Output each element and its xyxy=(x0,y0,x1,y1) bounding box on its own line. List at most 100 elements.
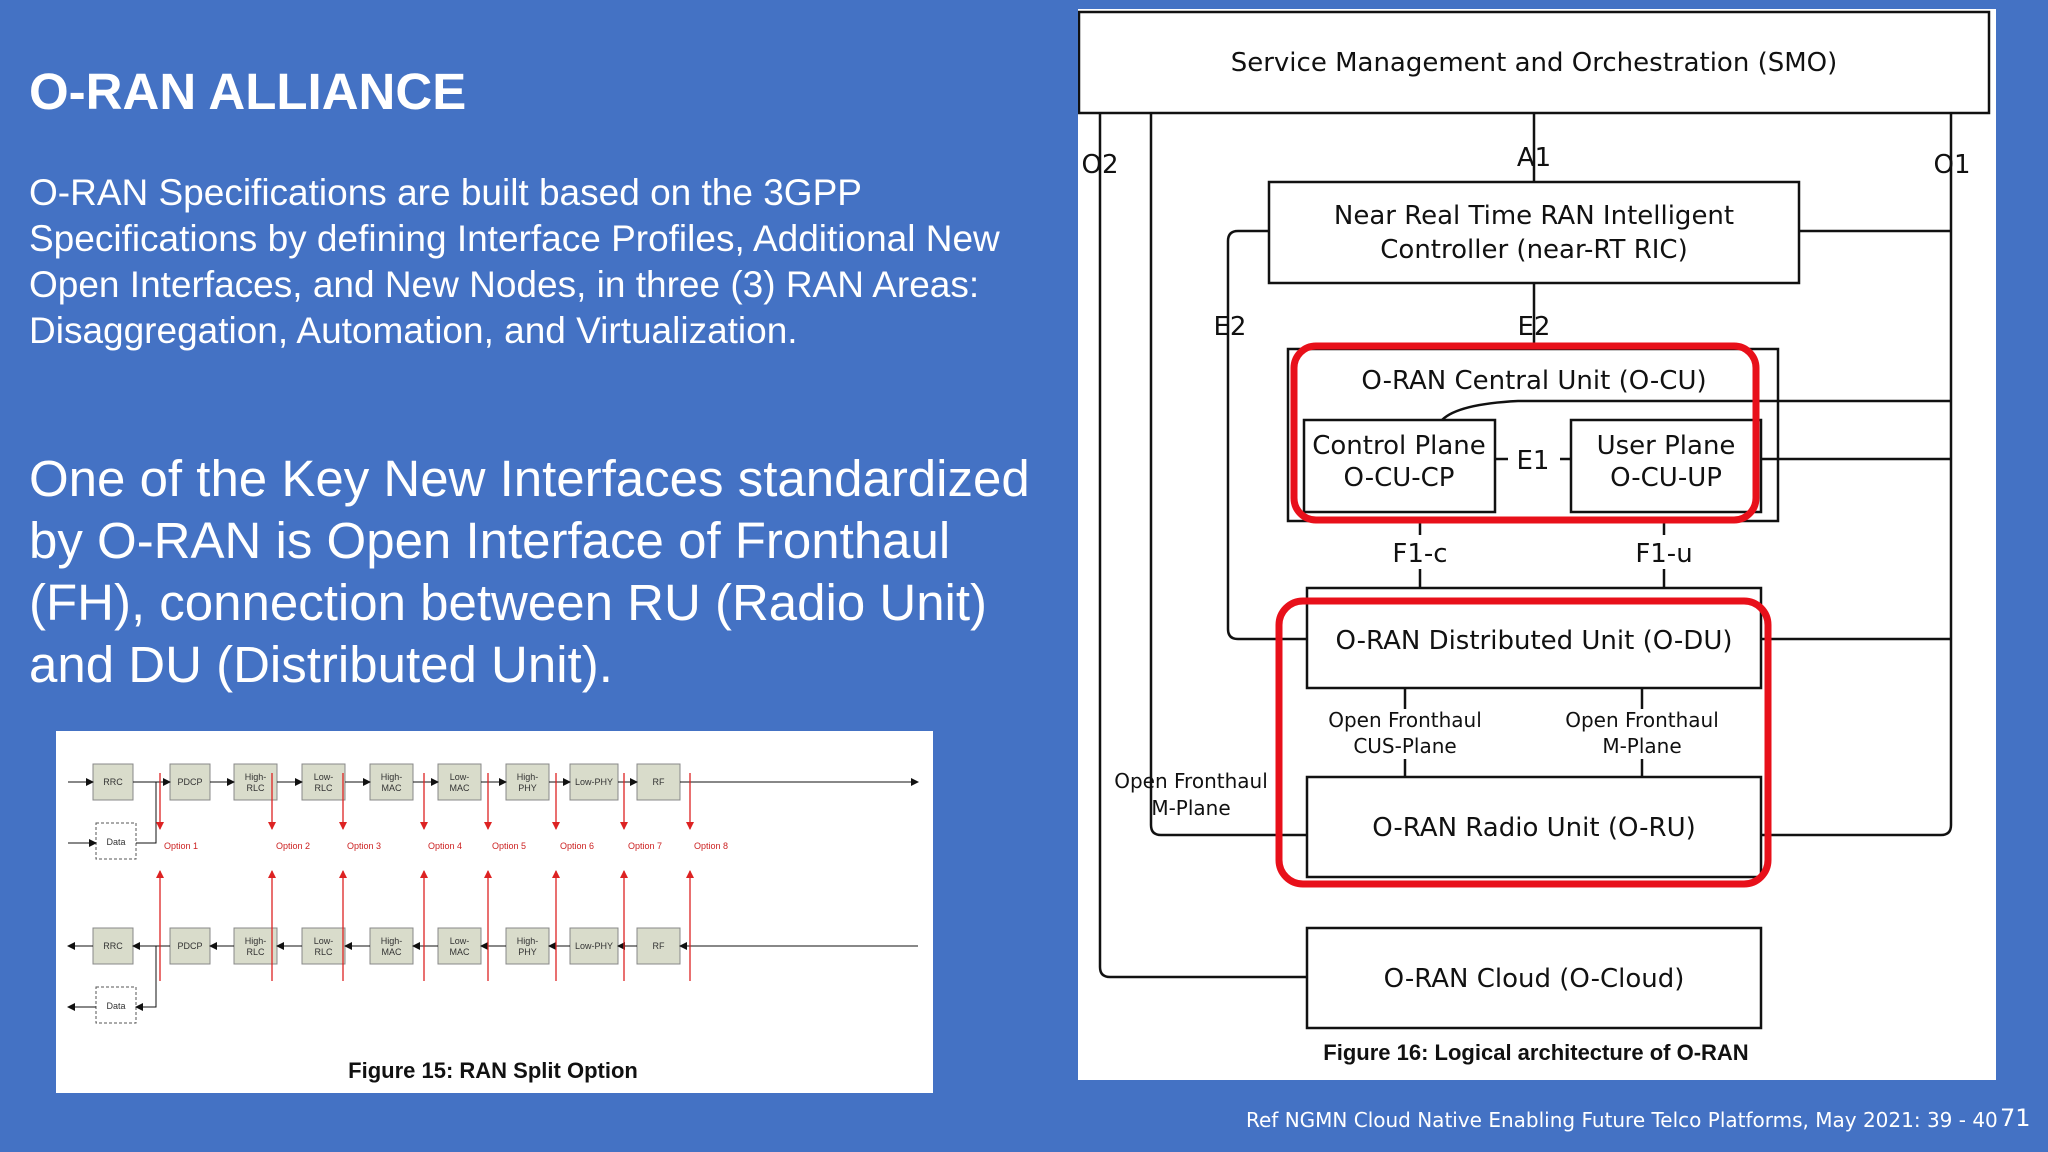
ofh-cus-label2: CUS-Plane xyxy=(1353,734,1456,758)
oran-architecture-diagram: Service Management and Orchestration (SM… xyxy=(1078,10,1991,1065)
figure15-caption: Figure 15: RAN Split Option xyxy=(348,1058,638,1083)
uplink-block xyxy=(369,927,414,965)
o2-connector xyxy=(1098,113,1307,979)
option-label: Option 1 xyxy=(164,841,198,851)
ric-label-line1: Near Real Time RAN Intelligent xyxy=(1334,201,1734,231)
e2-left-connector xyxy=(1226,229,1307,641)
option-label: Option 5 xyxy=(492,841,526,851)
user-plane-label2: O-CU-UP xyxy=(1610,463,1722,493)
uplink-block-label: MAC xyxy=(450,947,471,957)
ofh-left-label1: Open Fronthaul xyxy=(1114,769,1268,793)
option-label: Option 4 xyxy=(428,841,462,851)
user-plane-box xyxy=(1569,418,1763,514)
downlink-block-label: RRC xyxy=(103,777,123,787)
uplink-block-label: RLC xyxy=(314,947,333,957)
downlink-block-label: PDCP xyxy=(177,777,202,787)
ocloud-box xyxy=(1305,926,1763,1030)
downlink-block xyxy=(569,763,619,801)
downlink-block xyxy=(369,763,414,801)
downlink-block-label: RLC xyxy=(246,783,265,793)
downlink-block-label: Low- xyxy=(450,772,470,782)
option-label: Option 6 xyxy=(560,841,594,851)
e1-label: E1 xyxy=(1517,446,1550,476)
uplink-block-label: High- xyxy=(381,936,403,946)
oru-box xyxy=(1305,775,1763,879)
uplink-data-box xyxy=(95,986,137,1024)
smo-label: Service Management and Orchestration (SM… xyxy=(1231,48,1838,78)
uplink-block xyxy=(301,927,346,965)
option-label: Option 8 xyxy=(694,841,728,851)
uplink-block-label: High- xyxy=(245,936,267,946)
f1u-label: F1-u xyxy=(1635,539,1692,569)
uplink-block-label: RLC xyxy=(246,947,265,957)
downlink-block-label: PHY xyxy=(518,783,537,793)
smo-box xyxy=(1078,10,1991,115)
ofh-cus-label1: Open Fronthaul xyxy=(1328,708,1482,732)
odu-label: O-RAN Distributed Unit (O-DU) xyxy=(1335,626,1732,656)
control-plane-label1: Control Plane xyxy=(1312,431,1486,461)
uplink-block-label: MAC xyxy=(382,947,403,957)
downlink-block-label: MAC xyxy=(382,783,403,793)
uplink-block-label: PHY xyxy=(518,947,537,957)
odu-box xyxy=(1305,586,1763,690)
f1c-label: F1-c xyxy=(1392,539,1447,569)
downlink-block-label: High- xyxy=(245,772,267,782)
ofh-m-label1: Open Fronthaul xyxy=(1565,708,1719,732)
slide-title: O-RAN ALLIANCE xyxy=(29,63,467,120)
downlink-block xyxy=(437,763,482,801)
uplink-block xyxy=(569,927,619,965)
ocloud-label: O-RAN Cloud (O-Cloud) xyxy=(1384,964,1685,994)
uplink-block-label: Low-PHY xyxy=(575,941,613,951)
odu-oru-highlight xyxy=(1275,597,1772,888)
uplink-block xyxy=(505,927,550,965)
uplink-data-label: Data xyxy=(106,1001,125,1011)
downlink-block xyxy=(301,763,346,801)
o1-connector xyxy=(1761,113,1953,837)
user-plane-label1: User Plane xyxy=(1597,431,1736,461)
figure-oran-architecture: Service Management and Orchestration (SM… xyxy=(1078,9,1996,1080)
uplink-block-label: Low- xyxy=(450,936,470,946)
uplink-block xyxy=(233,927,278,965)
uplink-block-label: RF xyxy=(653,941,665,951)
ofh-left-label2: M-Plane xyxy=(1151,796,1230,820)
downlink-block xyxy=(505,763,550,801)
option-label: Option 7 xyxy=(628,841,662,851)
downlink-block-label: High- xyxy=(381,772,403,782)
downlink-block-label: RF xyxy=(653,777,665,787)
intro-paragraph: O-RAN Specifications are built based on … xyxy=(29,172,1000,351)
uplink-block-label: RRC xyxy=(103,941,123,951)
uplink-block-label: PDCP xyxy=(177,941,202,951)
uplink-block xyxy=(636,927,681,965)
downlink-data-label: Data xyxy=(106,837,125,847)
e2-left-label: E2 xyxy=(1214,312,1247,342)
downlink-block-label: High- xyxy=(517,772,539,782)
uplink-block-label: High- xyxy=(517,936,539,946)
downlink-data-box xyxy=(95,822,137,860)
o2-label: O2 xyxy=(1081,150,1118,180)
o1-label: O1 xyxy=(1933,150,1970,180)
a1-label: A1 xyxy=(1517,143,1551,173)
ofh-m-plane-left-connector xyxy=(1149,113,1307,837)
uplink-block-label: Low- xyxy=(314,936,334,946)
ocu-highlight xyxy=(1290,342,1760,524)
e2-center-label: E2 xyxy=(1518,312,1551,342)
ofh-m-label2: M-Plane xyxy=(1602,734,1681,758)
ric-box xyxy=(1267,180,1801,285)
option-label: Option 3 xyxy=(347,841,381,851)
uplink-block xyxy=(169,927,211,965)
page-number: 71 xyxy=(2000,1104,2031,1132)
key-interface-paragraph: One of the Key New Interfaces standardiz… xyxy=(29,450,1030,693)
ocu-label: O-RAN Central Unit (O-CU) xyxy=(1361,366,1706,396)
downlink-block xyxy=(169,763,211,801)
control-plane-box xyxy=(1302,418,1497,514)
downlink-block-label: Low- xyxy=(314,772,334,782)
downlink-block xyxy=(233,763,278,801)
uplink-block xyxy=(92,927,134,965)
downlink-block-label: Low-PHY xyxy=(575,777,613,787)
figure16-caption: Figure 16: Logical architecture of O-RAN xyxy=(1323,1040,1748,1065)
oru-label: O-RAN Radio Unit (O-RU) xyxy=(1372,813,1696,843)
downlink-block-label: MAC xyxy=(450,783,471,793)
downlink-block-label: RLC xyxy=(314,783,333,793)
uplink-block xyxy=(437,927,482,965)
